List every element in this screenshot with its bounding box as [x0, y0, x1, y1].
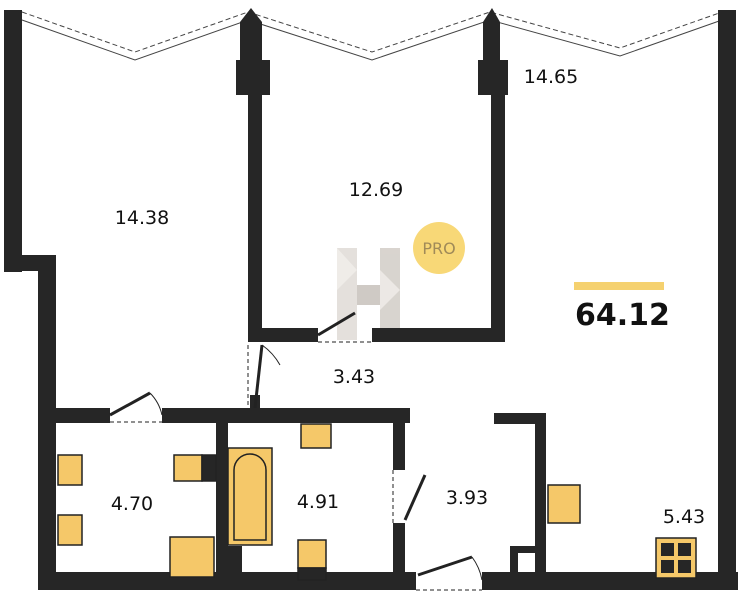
total-area: 64.12	[575, 298, 670, 333]
room-area-label: 4.91	[296, 491, 340, 513]
walls	[4, 8, 738, 590]
pro-badge: PRO	[413, 222, 465, 274]
sink-icon	[57, 454, 83, 486]
doors	[109, 311, 483, 591]
room-area-label: 14.38	[114, 207, 170, 229]
room-area-label: 12.69	[348, 179, 404, 201]
room-area-label: 3.43	[332, 366, 376, 388]
windows	[21, 11, 723, 61]
logo-watermark	[337, 248, 400, 340]
room-area-label: 3.93	[445, 487, 489, 509]
sink-icon	[57, 514, 83, 546]
toilet-icon	[297, 539, 327, 569]
room-area-label: 14.65	[523, 66, 579, 88]
fixtures	[57, 423, 697, 581]
room-area-label: 5.43	[662, 506, 706, 528]
sink-icon	[547, 484, 581, 524]
shower-icon	[169, 536, 215, 578]
toilet-icon	[173, 454, 203, 482]
total-area-accent-bar	[574, 282, 664, 290]
room-area-label: 4.70	[110, 493, 154, 515]
sink-icon	[300, 423, 332, 449]
